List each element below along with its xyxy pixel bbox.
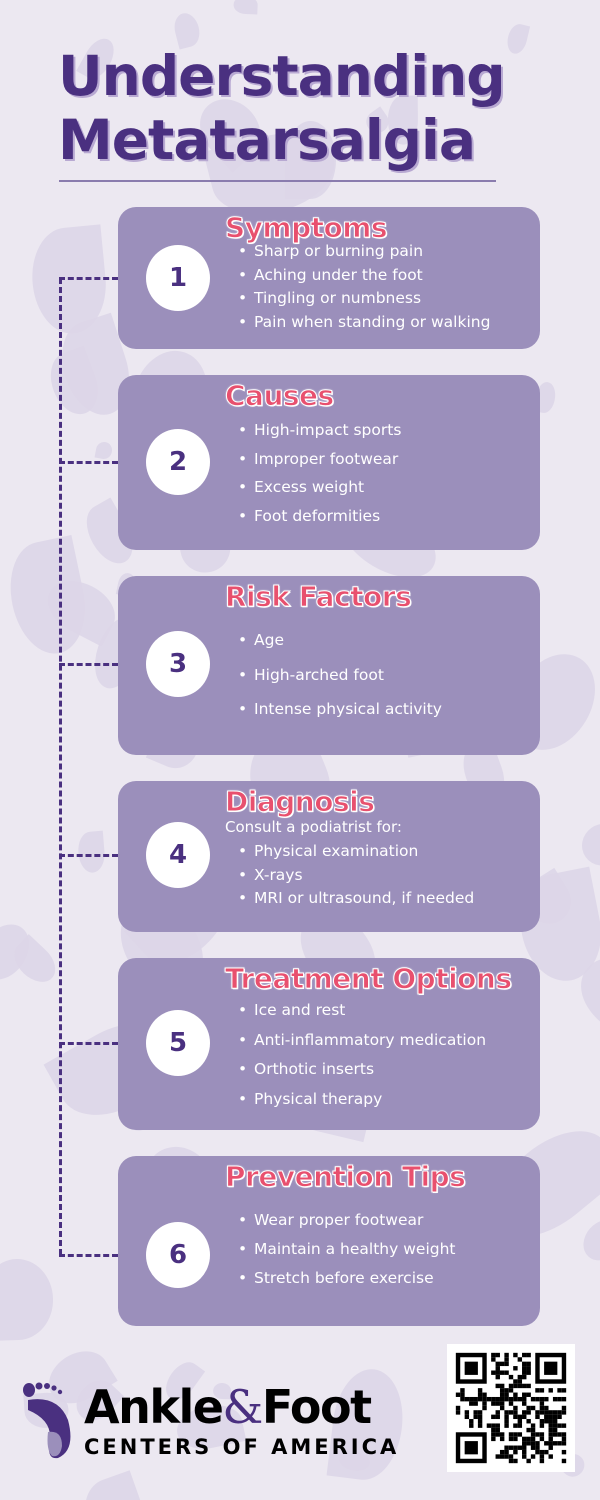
- section-heading: Risk Factors: [224, 580, 412, 614]
- step-number-badge: 3: [146, 631, 210, 697]
- section-card-prevention-tips: 6 Prevention TipsWear proper footwearMai…: [118, 1156, 540, 1326]
- bullet-item: Anti-inflammatory medication: [238, 1026, 486, 1056]
- bullet-item: MRI or ultrasound, if needed: [238, 887, 474, 911]
- bullet-item: High-arched foot: [238, 658, 442, 693]
- timeline-branch: [59, 1254, 118, 1257]
- timeline-branch: [59, 1042, 118, 1045]
- logo-ampersand: &: [222, 1380, 263, 1434]
- section-heading: Causes: [225, 379, 335, 413]
- timeline-branch: [59, 277, 118, 280]
- section-card-treatment-options: 5 Treatment OptionsIce and restAnti-infl…: [118, 958, 540, 1130]
- bullet-item: Sharp or burning pain: [238, 240, 490, 264]
- bullet-item: Tingling or numbness: [238, 287, 490, 311]
- bullet-item: Intense physical activity: [238, 692, 442, 727]
- section-heading: Prevention Tips: [224, 1160, 466, 1194]
- background-drop-shape: [0, 1258, 55, 1342]
- section-card-symptoms: 1 SymptomsSharp or burning painAching un…: [118, 207, 540, 349]
- timeline-branch: [59, 854, 118, 857]
- section-card-risk-factors: 3 Risk FactorsAgeHigh-arched footIntense…: [118, 576, 540, 755]
- logo-word-foot: Foot: [261, 1380, 372, 1434]
- background-drop-shape: [575, 1212, 600, 1269]
- bullet-item: Physical examination: [238, 840, 474, 864]
- bullet-item: Improper footwear: [238, 445, 401, 474]
- timeline-connector: [59, 278, 62, 1255]
- section-card-causes: 2 CausesHigh-impact sportsImproper footw…: [118, 375, 540, 550]
- bullet-item: Excess weight: [238, 473, 401, 502]
- background-drop-shape: [94, 440, 113, 461]
- bullet-item: Ice and rest: [238, 996, 486, 1026]
- bullet-list: Wear proper footwearMaintain a healthy w…: [238, 1206, 456, 1293]
- bullet-item: High-impact sports: [238, 416, 401, 445]
- bullet-list: High-impact sportsImproper footwearExces…: [238, 416, 401, 530]
- logo-tagline: CENTERS OF AMERICA: [84, 1435, 400, 1459]
- bullet-item: Foot deformities: [238, 502, 401, 531]
- title-line-1: Understanding: [58, 44, 506, 108]
- step-number-badge: 6: [146, 1222, 210, 1288]
- logo-word-ankle: Ankle: [84, 1380, 224, 1434]
- bullet-item: Maintain a healthy weight: [238, 1235, 456, 1264]
- qr-code[interactable]: [447, 1344, 575, 1472]
- bullet-item: Wear proper footwear: [238, 1206, 456, 1235]
- bullet-item: Pain when standing or walking: [238, 311, 490, 335]
- bullet-list: Sharp or burning painAching under the fo…: [238, 240, 490, 334]
- section-heading: Diagnosis: [224, 785, 375, 819]
- timeline-branch: [59, 663, 118, 666]
- bullet-list: Ice and restAnti-inflammatory medication…: [238, 996, 486, 1114]
- section-heading: Symptoms: [224, 211, 388, 245]
- background-drop-shape: [75, 1470, 153, 1500]
- ankle-foot-logo: Ankle&Foot CENTERS OF AMERICA: [18, 1380, 438, 1460]
- bullet-item: Stretch before exercise: [238, 1264, 456, 1293]
- step-number-badge: 2: [146, 429, 210, 495]
- step-number-badge: 4: [146, 822, 210, 888]
- footprint-icon: [23, 1382, 71, 1459]
- bullet-item: X-rays: [238, 864, 474, 888]
- bullet-item: Age: [238, 623, 442, 658]
- background-drop-shape: [76, 830, 106, 874]
- bullet-item: Physical therapy: [238, 1085, 486, 1115]
- title-divider: [59, 180, 496, 182]
- bullet-list: AgeHigh-arched footIntense physical acti…: [238, 623, 442, 727]
- background-drop-shape: [574, 815, 600, 875]
- background-drop-shape: [233, 0, 259, 15]
- page-title: Understanding Metatarsalgia: [58, 44, 558, 172]
- step-number-badge: 5: [146, 1010, 210, 1076]
- bullet-list: Physical examinationX-raysMRI or ultraso…: [238, 840, 474, 911]
- step-number-badge: 1: [146, 245, 210, 311]
- bullet-item: Orthotic inserts: [238, 1055, 486, 1085]
- section-intro: Consult a podiatrist for:: [225, 818, 402, 836]
- title-line-2: Metatarsalgia: [58, 108, 476, 172]
- section-heading: Treatment Options: [225, 962, 513, 996]
- timeline-branch: [59, 461, 118, 464]
- bullet-item: Aching under the foot: [238, 264, 490, 288]
